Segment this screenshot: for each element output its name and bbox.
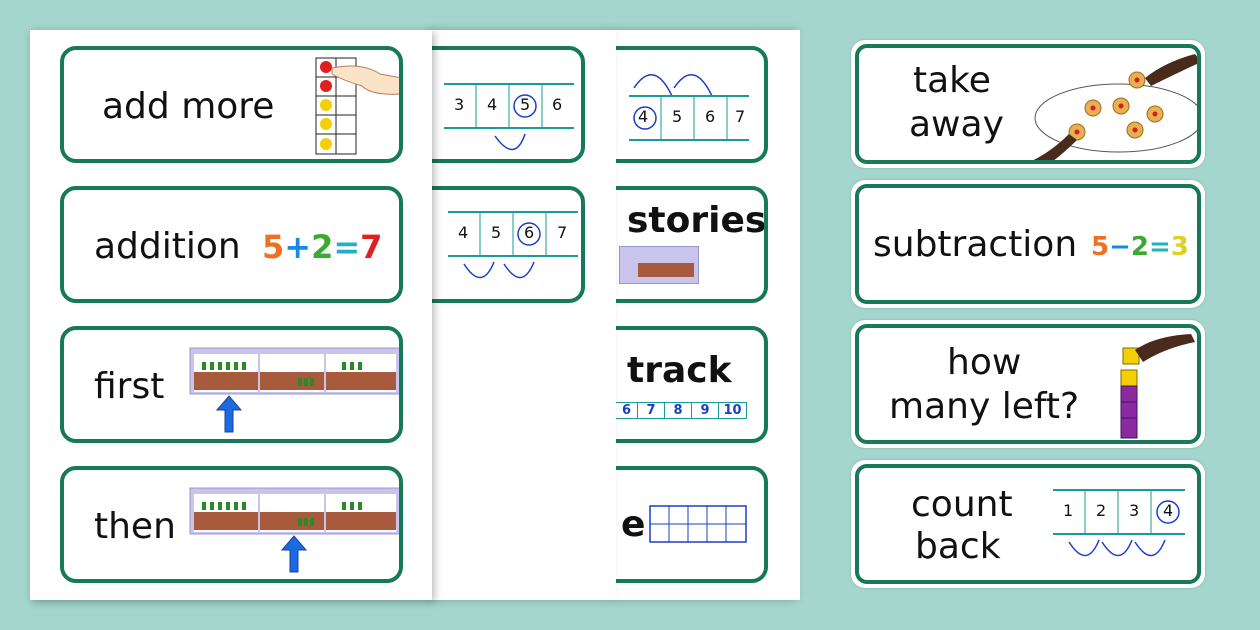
number-line-icon <box>1053 489 1185 557</box>
story-board-icon <box>619 246 699 284</box>
number-track: 6 7 8 9 10 <box>615 402 747 419</box>
number: 3 <box>454 95 465 114</box>
card-word: addition <box>94 226 241 267</box>
eq-part: 2 <box>1130 232 1149 262</box>
track-number: 9 <box>692 403 719 418</box>
card-addition: addition 5+2=7 <box>60 186 403 303</box>
card-how-many-left: how many left? <box>851 320 1205 448</box>
card-word: subtraction <box>873 224 1078 265</box>
subtraction-equation: 5−2=3 <box>1091 232 1189 262</box>
card-count-back: count back 1 2 3 4 <box>851 460 1205 588</box>
eq-part: 2 <box>311 228 334 266</box>
number: 4 <box>458 223 469 242</box>
card-word: then <box>94 506 176 547</box>
card-word: e <box>621 504 646 545</box>
middle-sheet: 3 4 5 6 4 5 6 7 <box>402 30 616 600</box>
eq-part: + <box>284 228 312 266</box>
card-word-line: take <box>913 60 991 101</box>
track-number: 6 <box>616 403 638 418</box>
card-word-line: count <box>911 484 1013 525</box>
card-word: add more <box>102 86 275 127</box>
number: 7 <box>557 223 568 242</box>
card-word-line: how <box>947 342 1022 383</box>
number-line-icon <box>444 83 574 151</box>
card-count-back-3-6: 3 4 5 6 <box>402 46 585 163</box>
card-then: then <box>60 466 403 583</box>
number: 2 <box>1096 501 1107 520</box>
number-line-icon <box>629 74 749 141</box>
ten-frame-icon <box>649 505 747 543</box>
number: 4 <box>638 107 649 126</box>
card-word: stories <box>627 200 767 241</box>
number: 5 <box>520 95 531 114</box>
number: 4 <box>1163 501 1174 520</box>
number: 4 <box>487 95 498 114</box>
track-number: 8 <box>665 403 692 418</box>
number: 5 <box>672 107 683 126</box>
number: 1 <box>1063 501 1074 520</box>
number: 6 <box>705 107 716 126</box>
eq-part: 5 <box>262 228 285 266</box>
track-number: 7 <box>638 403 665 418</box>
eq-part: 5 <box>1091 232 1110 262</box>
eq-part: = <box>333 228 361 266</box>
number: 7 <box>735 107 746 126</box>
card-word: track <box>627 350 732 391</box>
first-then-now-board-icon <box>189 347 399 433</box>
card-word: first <box>94 366 165 407</box>
card-word-line: away <box>909 104 1004 145</box>
number: 6 <box>552 95 563 114</box>
number: 3 <box>1129 501 1140 520</box>
card-word-line: many left? <box>889 386 1080 427</box>
back-sheet: 4 5 6 7 stories track 6 7 8 9 10 e <box>585 30 800 600</box>
card-add-more: add more <box>60 46 403 163</box>
track-number: 10 <box>723 403 742 418</box>
eq-part: − <box>1109 232 1131 262</box>
eq-part: 7 <box>360 228 383 266</box>
number: 5 <box>491 223 502 242</box>
number: 6 <box>524 223 535 242</box>
plate-of-biscuits-icon <box>1033 54 1197 160</box>
card-word-line: back <box>915 526 1001 567</box>
first-then-now-board-icon <box>189 487 399 573</box>
number-line-icon <box>448 211 578 279</box>
eq-part: = <box>1148 232 1171 262</box>
card-first: first <box>60 326 403 443</box>
ten-frame-hand-icon <box>315 57 399 155</box>
addition-equation: 5+2=7 <box>262 228 382 266</box>
front-sheet: add more addition 5+2=7 first then <box>30 30 432 600</box>
eq-part: 3 <box>1170 232 1189 262</box>
card-subtraction: subtraction 5−2=3 <box>851 180 1205 308</box>
card-take-away: take away <box>851 40 1205 168</box>
cube-tower-hand-icon <box>1120 334 1195 439</box>
